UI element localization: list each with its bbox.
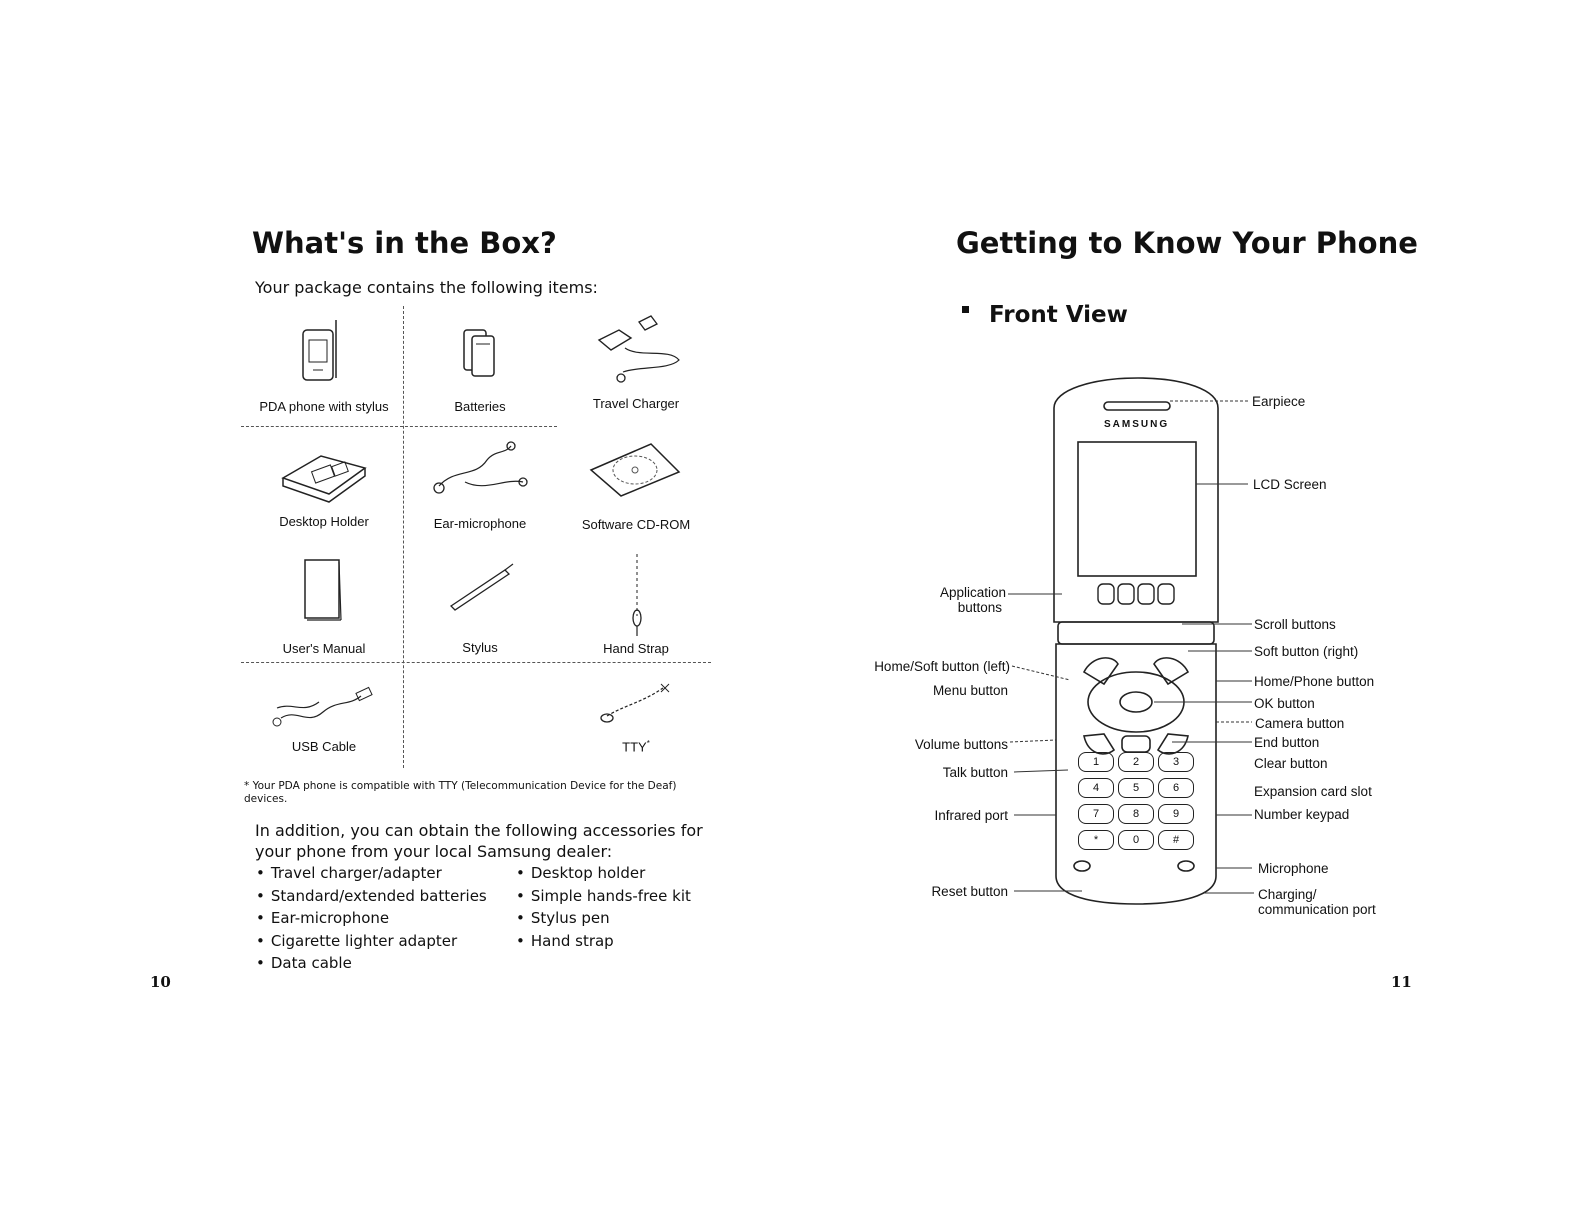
phone-diagram	[792, 0, 1584, 1224]
intro-text: Your package contains the following item…	[255, 278, 598, 297]
box-item-label: PDA phone with stylus	[245, 399, 403, 414]
box-item-label: TTY*	[557, 739, 715, 754]
list-item: Simple hands-free kit	[516, 885, 691, 908]
page-number: 10	[150, 973, 171, 991]
page-title: What's in the Box?	[252, 226, 557, 260]
box-item-label: Stylus	[403, 640, 557, 655]
list-item: Stylus pen	[516, 907, 691, 930]
box-item-label: Software CD-ROM	[557, 517, 715, 532]
list-item: Desktop holder	[516, 862, 691, 885]
callout-lcd-screen: LCD Screen	[1253, 477, 1327, 492]
box-item: PDA phone with stylus	[245, 306, 403, 426]
box-item: TTY*	[557, 662, 715, 768]
callout-expansion-slot: Expansion card slot	[1254, 784, 1372, 799]
callout-number-keypad: Number keypad	[1254, 807, 1349, 822]
callout-earpiece: Earpiece	[1252, 394, 1305, 409]
key: 6	[1158, 778, 1194, 798]
right-page: Getting to Know Your Phone Front View	[792, 0, 1584, 1224]
box-item: USB Cable	[245, 662, 403, 768]
callout-scroll-buttons: Scroll buttons	[1254, 617, 1336, 632]
key: 7	[1078, 804, 1114, 824]
list-item: Cigarette lighter adapter	[256, 930, 487, 953]
key: 8	[1118, 804, 1154, 824]
battery-icon	[450, 318, 510, 398]
box-item: User's Manual	[245, 544, 403, 662]
box-item: Hand Strap	[557, 544, 715, 662]
list-item: Travel charger/adapter	[256, 862, 487, 885]
page-number: 11	[1391, 973, 1412, 991]
key: #	[1158, 830, 1194, 850]
list-item: Standard/extended batteries	[256, 885, 487, 908]
callout-soft-right: Soft button (right)	[1254, 644, 1358, 659]
hand-strap-icon	[617, 550, 657, 640]
ear-microphone-icon	[425, 438, 535, 508]
box-item: Desktop Holder	[245, 426, 403, 544]
list-item: Data cable	[256, 952, 487, 975]
application-buttons	[1098, 584, 1174, 604]
box-item-label: Hand Strap	[557, 641, 715, 656]
callout-home-soft-left: Home/Soft button (left)	[874, 659, 1010, 674]
brand-logo: SAMSUNG	[1104, 419, 1169, 430]
pda-phone-icon	[293, 312, 353, 392]
usb-cable-icon	[267, 668, 377, 738]
callout-camera-button: Camera button	[1255, 716, 1344, 731]
callout-menu-button: Menu button	[933, 683, 1008, 698]
box-item: Batteries	[403, 306, 557, 426]
key: 1	[1078, 752, 1114, 772]
tty-icon	[593, 674, 683, 734]
key: 2	[1118, 752, 1154, 772]
key: 5	[1118, 778, 1154, 798]
accessories-list-2: Desktop holder Simple hands-free kit Sty…	[516, 862, 691, 952]
box-item: Software CD-ROM	[557, 426, 715, 544]
key: 9	[1158, 804, 1194, 824]
box-item-label: User's Manual	[245, 641, 403, 656]
box-item: Stylus	[403, 544, 557, 662]
callout-microphone: Microphone	[1258, 861, 1329, 876]
stylus-icon	[441, 558, 521, 618]
key: 0	[1118, 830, 1154, 850]
list-item: Ear-microphone	[256, 907, 487, 930]
callout-home-phone: Home/Phone button	[1254, 674, 1374, 689]
key: *	[1078, 830, 1114, 850]
box-item: Ear-microphone	[403, 426, 557, 544]
cd-rom-icon	[585, 434, 685, 504]
callout-clear-button: Clear button	[1254, 756, 1328, 771]
callout-infrared-port: Infrared port	[934, 808, 1008, 823]
callout-ok-button: OK button	[1254, 696, 1315, 711]
callout-talk-button: Talk button	[943, 765, 1008, 780]
desktop-holder-icon	[273, 438, 373, 508]
box-item-label: Desktop Holder	[245, 514, 403, 529]
accessories-intro: In addition, you can obtain the followin…	[255, 820, 705, 862]
travel-charger-icon	[579, 308, 689, 393]
left-page: What's in the Box? Your package contains…	[0, 0, 792, 1224]
box-item-label: Batteries	[403, 399, 557, 414]
number-keypad: 1 2 3 4 5 6 7 8 9 * 0 #	[1078, 752, 1194, 850]
callout-end-button: End button	[1254, 735, 1319, 750]
footnote: * Your PDA phone is compatible with TTY …	[244, 780, 714, 806]
box-item-label: Travel Charger	[557, 396, 715, 411]
box-item-label: USB Cable	[245, 739, 403, 754]
callout-reset-button: Reset button	[931, 884, 1008, 899]
callout-charging-port: Charging/communication port	[1258, 887, 1376, 917]
box-item-label: Ear-microphone	[403, 516, 557, 531]
list-item: Hand strap	[516, 930, 691, 953]
box-item: Travel Charger	[557, 306, 715, 426]
callout-volume-buttons: Volume buttons	[915, 737, 1008, 752]
manual-icon	[293, 552, 353, 632]
accessories-list-1: Travel charger/adapter Standard/extended…	[256, 862, 487, 975]
key: 3	[1158, 752, 1194, 772]
box-contents-grid: PDA phone with stylus Batteries Travel C…	[245, 306, 715, 776]
key: 4	[1078, 778, 1114, 798]
